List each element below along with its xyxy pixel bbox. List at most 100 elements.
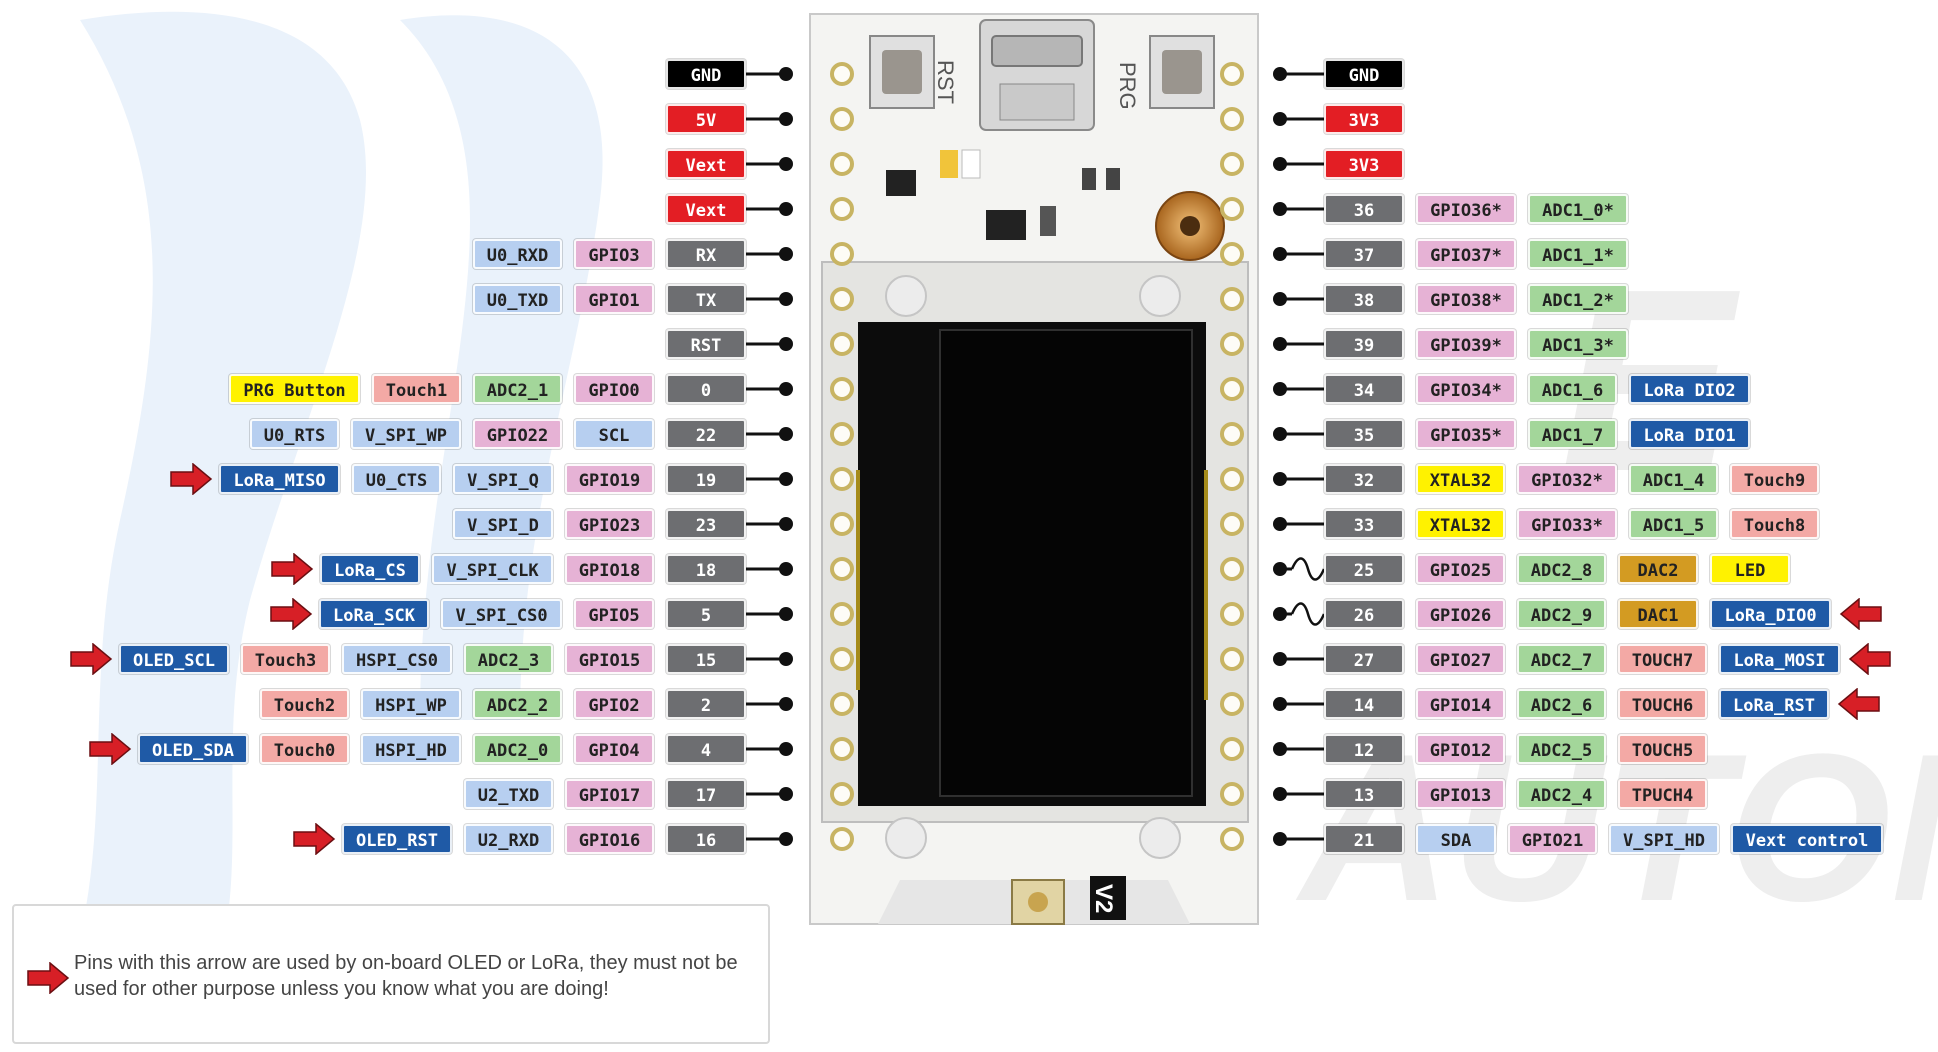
right-pin-hole-10 xyxy=(1220,512,1244,536)
right-pin-6-label-0: 39 xyxy=(1324,329,1404,359)
right-pin-4-label-0: 37 xyxy=(1324,239,1404,269)
left-pin-17-label-1: GPIO16 xyxy=(565,824,654,854)
left-pin-hole-8 xyxy=(830,422,854,446)
right-pin-17-label-0: 21 xyxy=(1324,824,1404,854)
right-pin-12-label-2: ADC2_9 xyxy=(1517,599,1606,629)
right-pin-17-label-4: Vext control xyxy=(1731,824,1883,854)
right-pin-14-label-4: LoRa_RST xyxy=(1719,689,1829,719)
right-pin-15-label-0: 12 xyxy=(1324,734,1404,764)
right-pin-14-label-0: 14 xyxy=(1324,689,1404,719)
left-pin-14-label-1: GPIO2 xyxy=(574,689,654,719)
right-pin-7-label-0: 34 xyxy=(1324,374,1404,404)
left-pin-7-label-2: ADC2_1 xyxy=(473,374,562,404)
left-pin-8-label-2: GPIO22 xyxy=(473,419,562,449)
right-pin-hole-15 xyxy=(1220,737,1244,761)
left-pin-11-label-3: LoRa_CS xyxy=(320,554,420,584)
left-pin-hole-4 xyxy=(830,242,854,266)
left-pin-5-label-0: TX xyxy=(666,284,746,314)
right-pin-0-label-0: GND xyxy=(1324,59,1404,89)
right-pin-hole-11 xyxy=(1220,557,1244,581)
left-pin-15-label-0: 4 xyxy=(666,734,746,764)
right-pin-13-warning-arrow-icon xyxy=(1848,643,1891,675)
right-pin-14-label-3: TOUCH6 xyxy=(1618,689,1707,719)
right-pin-hole-0 xyxy=(1220,62,1244,86)
left-pin-4-label-0: RX xyxy=(666,239,746,269)
right-pin-16-label-2: ADC2_4 xyxy=(1517,779,1606,809)
right-pin-12-warning-arrow-icon xyxy=(1839,598,1882,630)
left-pin-13-label-3: HSPI_CS0 xyxy=(342,644,452,674)
left-pin-13-label-4: Touch3 xyxy=(241,644,330,674)
right-pin-hole-13 xyxy=(1220,647,1244,671)
legend-note-text: Pins with this arrow are used by on-boar… xyxy=(74,952,738,1000)
left-pin-17-label-0: 16 xyxy=(666,824,746,854)
left-pin-hole-2 xyxy=(830,152,854,176)
left-pin-13-label-0: 15 xyxy=(666,644,746,674)
left-pin-5-label-2: U0_TXD xyxy=(473,284,562,314)
left-pin-15-label-3: HSPI_HD xyxy=(361,734,461,764)
right-pin-8-label-1: GPIO35* xyxy=(1416,419,1516,449)
left-pin-8-label-3: V_SPI_WP xyxy=(351,419,461,449)
right-pin-8-label-0: 35 xyxy=(1324,419,1404,449)
right-pin-hole-17 xyxy=(1220,827,1244,851)
left-pin-17-label-2: U2_RXD xyxy=(464,824,553,854)
left-pin-12-label-2: V_SPI_CS0 xyxy=(441,599,562,629)
right-pin-16-label-3: TPUCH4 xyxy=(1618,779,1707,809)
right-pin-8-label-2: ADC1_7 xyxy=(1528,419,1617,449)
right-pin-7-label-2: ADC1_6 xyxy=(1528,374,1617,404)
right-pin-hole-16 xyxy=(1220,782,1244,806)
right-pin-8-label-3: LoRa DIO1 xyxy=(1629,419,1750,449)
left-pin-15-label-2: ADC2_0 xyxy=(473,734,562,764)
right-pin-hole-9 xyxy=(1220,467,1244,491)
right-pin-13-label-4: LoRa_MOSI xyxy=(1719,644,1840,674)
left-pin-17-label-3: OLED_RST xyxy=(342,824,452,854)
left-pin-13-label-2: ADC2_3 xyxy=(464,644,553,674)
right-pin-12-label-3: DAC1 xyxy=(1618,599,1698,629)
left-pin-11-warning-arrow-icon xyxy=(271,553,314,585)
left-pin-hole-5 xyxy=(830,287,854,311)
left-pin-10-label-1: GPIO23 xyxy=(565,509,654,539)
right-pin-17-label-3: V_SPI_HD xyxy=(1609,824,1719,854)
right-pin-hole-1 xyxy=(1220,107,1244,131)
left-pin-hole-12 xyxy=(830,602,854,626)
right-pin-hole-14 xyxy=(1220,692,1244,716)
left-pin-hole-1 xyxy=(830,107,854,131)
left-pin-hole-14 xyxy=(830,692,854,716)
left-pin-11-label-1: GPIO18 xyxy=(565,554,654,584)
right-pin-10-label-3: ADC1_5 xyxy=(1629,509,1718,539)
left-pin-0-label-0: GND xyxy=(666,59,746,89)
right-pin-11-label-0: 25 xyxy=(1324,554,1404,584)
right-pin-14-warning-arrow-icon xyxy=(1837,688,1880,720)
right-pin-4-label-1: GPIO37* xyxy=(1416,239,1516,269)
right-pin-7-label-1: GPIO34* xyxy=(1416,374,1516,404)
left-pin-hole-10 xyxy=(830,512,854,536)
left-pin-9-label-1: GPIO19 xyxy=(565,464,654,494)
left-pin-14-label-3: HSPI_WP xyxy=(361,689,461,719)
left-pin-hole-17 xyxy=(830,827,854,851)
left-pin-14-label-0: 2 xyxy=(666,689,746,719)
left-pin-hole-6 xyxy=(830,332,854,356)
right-pin-10-label-0: 33 xyxy=(1324,509,1404,539)
left-pin-hole-0 xyxy=(830,62,854,86)
left-pin-hole-15 xyxy=(830,737,854,761)
silk-prg: PRG xyxy=(1115,62,1140,110)
right-pin-hole-3 xyxy=(1220,197,1244,221)
left-pin-10-label-2: V_SPI_D xyxy=(453,509,553,539)
left-pin-hole-13 xyxy=(830,647,854,671)
left-pin-11-label-0: 18 xyxy=(666,554,746,584)
left-pin-7-label-1: GPIO0 xyxy=(574,374,654,404)
left-pin-hole-7 xyxy=(830,377,854,401)
right-pin-14-label-1: GPIO14 xyxy=(1416,689,1505,719)
right-pin-hole-8 xyxy=(1220,422,1244,446)
right-pin-17-label-2: GPIO21 xyxy=(1508,824,1597,854)
left-pin-12-label-3: LoRa_SCK xyxy=(319,599,429,629)
right-pin-hole-6 xyxy=(1220,332,1244,356)
right-pin-11-label-1: GPIO25 xyxy=(1416,554,1505,584)
left-pin-14-label-4: Touch2 xyxy=(260,689,349,719)
right-pin-7-label-3: LoRa DIO2 xyxy=(1629,374,1750,404)
left-pin-15-warning-arrow-icon xyxy=(89,733,132,765)
left-pin-hole-11 xyxy=(830,557,854,581)
left-pin-15-label-5: OLED_SDA xyxy=(138,734,248,764)
left-pin-4-label-2: U0_RXD xyxy=(473,239,562,269)
